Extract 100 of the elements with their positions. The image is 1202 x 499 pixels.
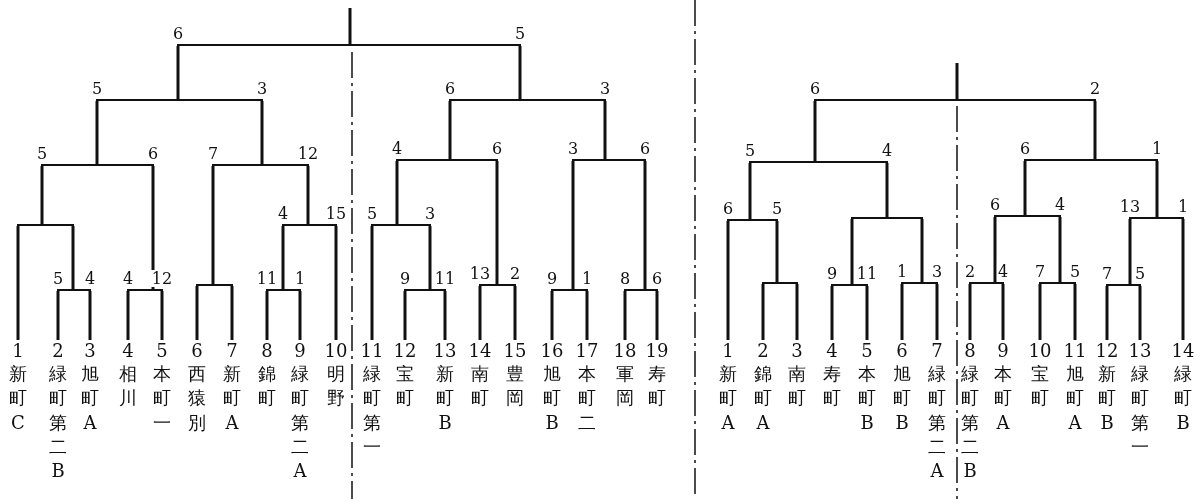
branch-score: 5 (513, 25, 527, 42)
branch-line (306, 166, 310, 224)
branch-line (968, 284, 972, 340)
branch-line (1138, 286, 1142, 340)
branch-score: 12 (296, 145, 320, 162)
town-name: 緑町第二A (291, 362, 309, 484)
branch-score: 9 (545, 270, 559, 287)
branch-line (195, 286, 199, 340)
branch-line (795, 284, 799, 340)
branch-line (1093, 101, 1097, 159)
branch-line (160, 291, 164, 340)
town-name: 緑町第一 (363, 362, 381, 459)
branch-score: 5 (770, 200, 784, 217)
branch-line (571, 161, 575, 289)
branch-line (95, 101, 99, 164)
town-name: 新町B (1098, 362, 1116, 435)
branch-line (56, 291, 60, 340)
branch-line (550, 291, 554, 340)
branch-line (126, 291, 130, 340)
leaf-number: 7 (931, 340, 943, 362)
leaf-number: 1 (12, 340, 24, 362)
town-name: 相川 (119, 362, 137, 411)
leaf-number: 18 (613, 340, 637, 362)
leaf-number: 6 (191, 340, 203, 362)
branch-line (775, 221, 779, 282)
leaf-number: 6 (896, 340, 908, 362)
branch-line (298, 291, 302, 340)
leaf-number: 4 (122, 340, 134, 362)
leaf-number: 10 (324, 340, 348, 362)
branch-line (993, 217, 997, 282)
branch-line (16, 226, 20, 340)
branch-line (395, 161, 399, 224)
leaf-number: 15 (503, 340, 527, 362)
branch-score: 6 (721, 200, 735, 217)
leaf-number: 7 (226, 340, 238, 362)
town-name: 寿町 (648, 362, 666, 411)
town-name: 本町B (858, 362, 876, 435)
branch-score: 5 (35, 145, 49, 162)
branch-line (88, 291, 92, 340)
branch-score: 6 (490, 140, 504, 157)
branch-line (1038, 284, 1042, 340)
branch-score: 5 (365, 205, 379, 222)
branch-score: 4 (996, 263, 1010, 280)
branch-line (478, 286, 482, 340)
branch-score: 2 (963, 263, 977, 280)
branch-score: 3 (255, 80, 269, 97)
town-name: 錦町 (258, 362, 276, 411)
branch-line (211, 166, 215, 284)
leaf-number: 3 (84, 340, 96, 362)
branch-score: 5 (1133, 265, 1147, 282)
leaf-number: 3 (791, 340, 803, 362)
town-name: 明野 (327, 362, 345, 411)
leaf-number: 9 (997, 340, 1009, 362)
branch-line (748, 163, 752, 219)
branch-score: 13 (468, 265, 492, 282)
town-name: 宝町 (1031, 362, 1049, 411)
town-name: 本町A (994, 362, 1012, 435)
leaf-number: 19 (645, 340, 669, 362)
town-name: 本町一 (153, 362, 171, 435)
branch-line (1181, 219, 1185, 340)
leaf-number: 12 (393, 340, 417, 362)
town-name: 寿町 (823, 362, 841, 411)
branch-score: 6 (146, 145, 160, 162)
town-name: 旭町B (543, 362, 561, 435)
branch-line (761, 284, 765, 340)
branch-score: 5 (1068, 263, 1082, 280)
town-name: 旭町A (81, 362, 99, 435)
town-name: 本町二 (578, 362, 596, 435)
branch-score: 5 (90, 80, 104, 97)
branch-line (176, 46, 180, 99)
branch-line (403, 291, 407, 340)
branch-line (655, 291, 659, 340)
leaf-number: 9 (294, 340, 306, 362)
branch-score: 6 (988, 196, 1002, 213)
branch-line (71, 226, 75, 289)
branch-score: 15 (324, 205, 348, 222)
town-name: 新町C (9, 362, 27, 435)
branch-score: 6 (171, 25, 185, 42)
branch-line (603, 101, 607, 159)
leaf-number: 17 (575, 340, 599, 362)
leaf-number: 12 (1095, 340, 1119, 362)
branch-line (1073, 284, 1077, 340)
town-name: 旭町B (893, 362, 911, 435)
town-name: 緑町第二A (928, 362, 946, 484)
town-name: 豊岡 (506, 362, 524, 411)
branch-score: 3 (423, 205, 437, 222)
branch-line (230, 286, 234, 340)
town-name: 南町 (788, 362, 806, 411)
branch-score: 3 (566, 140, 580, 157)
town-name: 旭町A (1066, 362, 1084, 435)
leaf-number: 16 (540, 340, 564, 362)
branch-line (443, 291, 447, 340)
branch-score: 7 (1033, 263, 1047, 280)
branch-line (40, 166, 44, 224)
town-name: 軍岡 (616, 362, 634, 411)
branch-score: 2 (1088, 80, 1102, 97)
branch-line (865, 286, 869, 340)
branch-line (955, 63, 959, 99)
branch-line (281, 226, 285, 289)
branch-line (643, 161, 647, 289)
